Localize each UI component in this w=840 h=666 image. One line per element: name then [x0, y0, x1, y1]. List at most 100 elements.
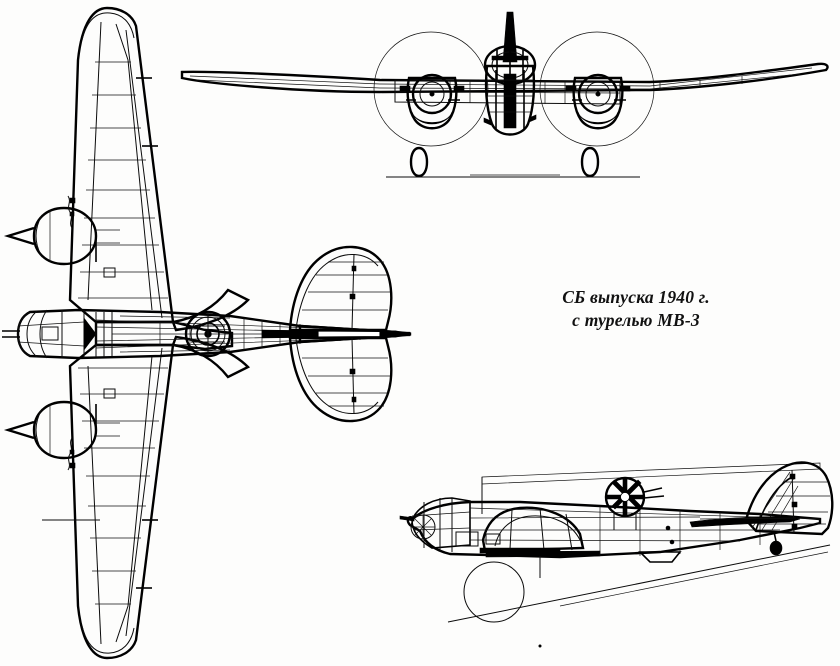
nose-glazing-frames	[423, 498, 453, 552]
cockpit-wedge	[83, 317, 97, 351]
side-propeller-circle	[463, 561, 525, 623]
left-nacelle-body	[406, 76, 458, 130]
nose-gun-barrel	[2, 330, 20, 338]
plan-port-engine-nacelle	[3, 195, 120, 278]
side-ground-line	[447, 544, 831, 623]
port-nacelle-fastener	[69, 197, 76, 217]
fuselage-frame-lines	[599, 506, 761, 556]
left-spinner-hub	[429, 91, 435, 97]
nose-gun-hatch	[41, 326, 59, 341]
fuselage-rivet	[669, 539, 675, 545]
fuselage-longerons	[95, 319, 397, 349]
nose-longeron	[17, 321, 85, 327]
right-cowl-outer	[577, 73, 619, 115]
fuselage-fairings	[483, 114, 537, 126]
turret-hub-side	[620, 492, 630, 502]
side-nose-hatch	[455, 531, 479, 547]
nose-glazing-frame	[26, 310, 38, 358]
turret-dome-side	[604, 476, 646, 518]
stabilizer-lower-outline	[288, 336, 393, 423]
front-view	[180, 11, 829, 178]
plan-view	[2, 6, 412, 660]
right-spinner-hub	[595, 91, 601, 97]
stabilizer-lower-hinge-marks	[349, 368, 357, 403]
side-nose-glazing	[399, 497, 471, 552]
main-landing-gear-left	[409, 146, 429, 178]
front-wing-rib-ticks	[659, 76, 743, 90]
port-gear-bay-hatch	[103, 267, 116, 278]
starboard-exhaust-line	[67, 437, 73, 471]
tail-wheel-strut	[773, 531, 777, 542]
elevator-centre-gap	[317, 330, 381, 338]
plan-starboard-engine-nacelle	[3, 388, 120, 471]
port-wing-rear-spar	[125, 29, 163, 319]
stabilizer-upper-leading-edge	[295, 254, 379, 330]
right-cowl-inner	[585, 81, 611, 107]
side-horizontal-stabilizer	[689, 516, 801, 528]
side-mv-3-turret	[604, 476, 665, 530]
rudder-hinge-marks	[789, 473, 798, 530]
side-belly-band	[479, 547, 561, 554]
mv-3-turret-ring-plan	[184, 310, 232, 358]
nose-glazing-frame	[39, 309, 48, 359]
stabilizer-lower-ribs	[302, 357, 390, 407]
stabilizer-side-line	[699, 517, 797, 520]
nose-gun-side	[399, 515, 415, 522]
right-cowl-lower-lip	[577, 111, 619, 125]
caption-line-2: с турелью МВ-3	[572, 310, 700, 330]
fin-rib-lines	[758, 481, 830, 525]
starboard-nacelle-fastener	[69, 449, 76, 469]
front-engine-nacelle-left	[399, 73, 465, 130]
side-view	[399, 461, 834, 648]
wing-centre-outline	[94, 320, 234, 351]
nose-glass-panel	[411, 497, 471, 549]
stabilizer-lower-leading-edge	[295, 338, 379, 414]
drawing-speck	[538, 644, 542, 648]
side-ground-line-secondary	[559, 551, 829, 607]
caption-line-1: СБ выпуска 1940 г.	[562, 287, 710, 307]
starboard-nacelle-outline	[32, 400, 98, 460]
turret-gun-barrel-side	[643, 487, 665, 499]
port-cowl-ring	[35, 214, 43, 258]
turret-cross-lines	[191, 312, 225, 356]
starboard-nacelle-lines	[49, 404, 120, 456]
front-wing-span	[180, 62, 829, 94]
starboard-propeller-spinner	[3, 420, 35, 440]
stabilizer-upper-ribs	[302, 261, 390, 311]
side-fuselage-hatch	[485, 533, 501, 545]
stabilizer-upper-outline	[288, 245, 393, 332]
right-nacelle-exhausts	[565, 85, 631, 92]
ventral-hatch	[638, 551, 682, 563]
port-nacelle-outline	[32, 206, 98, 266]
port-nacelle-lines	[49, 210, 120, 262]
tail-wheel	[769, 540, 783, 556]
fin-outline	[744, 461, 834, 536]
canopy-outline	[481, 506, 585, 553]
fuselage-rivet	[665, 525, 671, 531]
figure-caption: СБ выпуска 1940 г. с турелью МВ-3	[521, 286, 751, 332]
starboard-gear-bay-hatch	[103, 388, 116, 399]
right-nacelle-body	[572, 76, 624, 130]
canopy-frame-line	[494, 515, 581, 547]
nose-turret-spokes	[411, 515, 435, 539]
left-nacelle-exhausts	[399, 85, 465, 92]
front-fuselage-body	[484, 64, 536, 136]
front-nose-glazing	[503, 73, 517, 129]
nose-glazing-frame	[17, 311, 31, 357]
stabilizer-upper-hinge-marks	[349, 265, 357, 300]
front-engine-nacelle-right	[565, 73, 631, 130]
fuselage-longeron-lines	[469, 507, 821, 542]
left-cowl-inner	[419, 81, 445, 107]
left-cowl-outer	[411, 73, 453, 115]
port-propeller-spinner	[3, 226, 35, 246]
plan-horizontal-stabilizer	[261, 245, 411, 423]
canopy-vertical-frames	[509, 507, 573, 551]
main-landing-gear-right	[580, 146, 600, 178]
port-wing-tip-line	[81, 12, 135, 41]
starboard-wing-outline	[68, 343, 175, 660]
front-fuselage-rings	[487, 79, 533, 113]
left-cowl-lower-lip	[411, 111, 453, 125]
